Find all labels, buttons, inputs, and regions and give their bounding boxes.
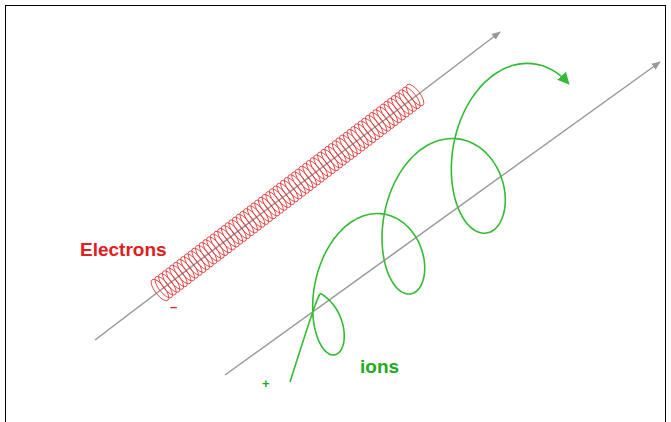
ion-gyration [290,63,569,382]
gyration-ring [403,82,427,109]
electron-gyration [148,82,427,304]
ion-path [290,63,569,382]
charge-sign: – [170,300,177,313]
frame [6,6,666,422]
field-line [95,32,500,340]
field-line [225,62,660,375]
particle-label: ions [360,357,399,376]
particle-label: Electrons [80,240,167,259]
charge-sign: + [262,377,270,390]
